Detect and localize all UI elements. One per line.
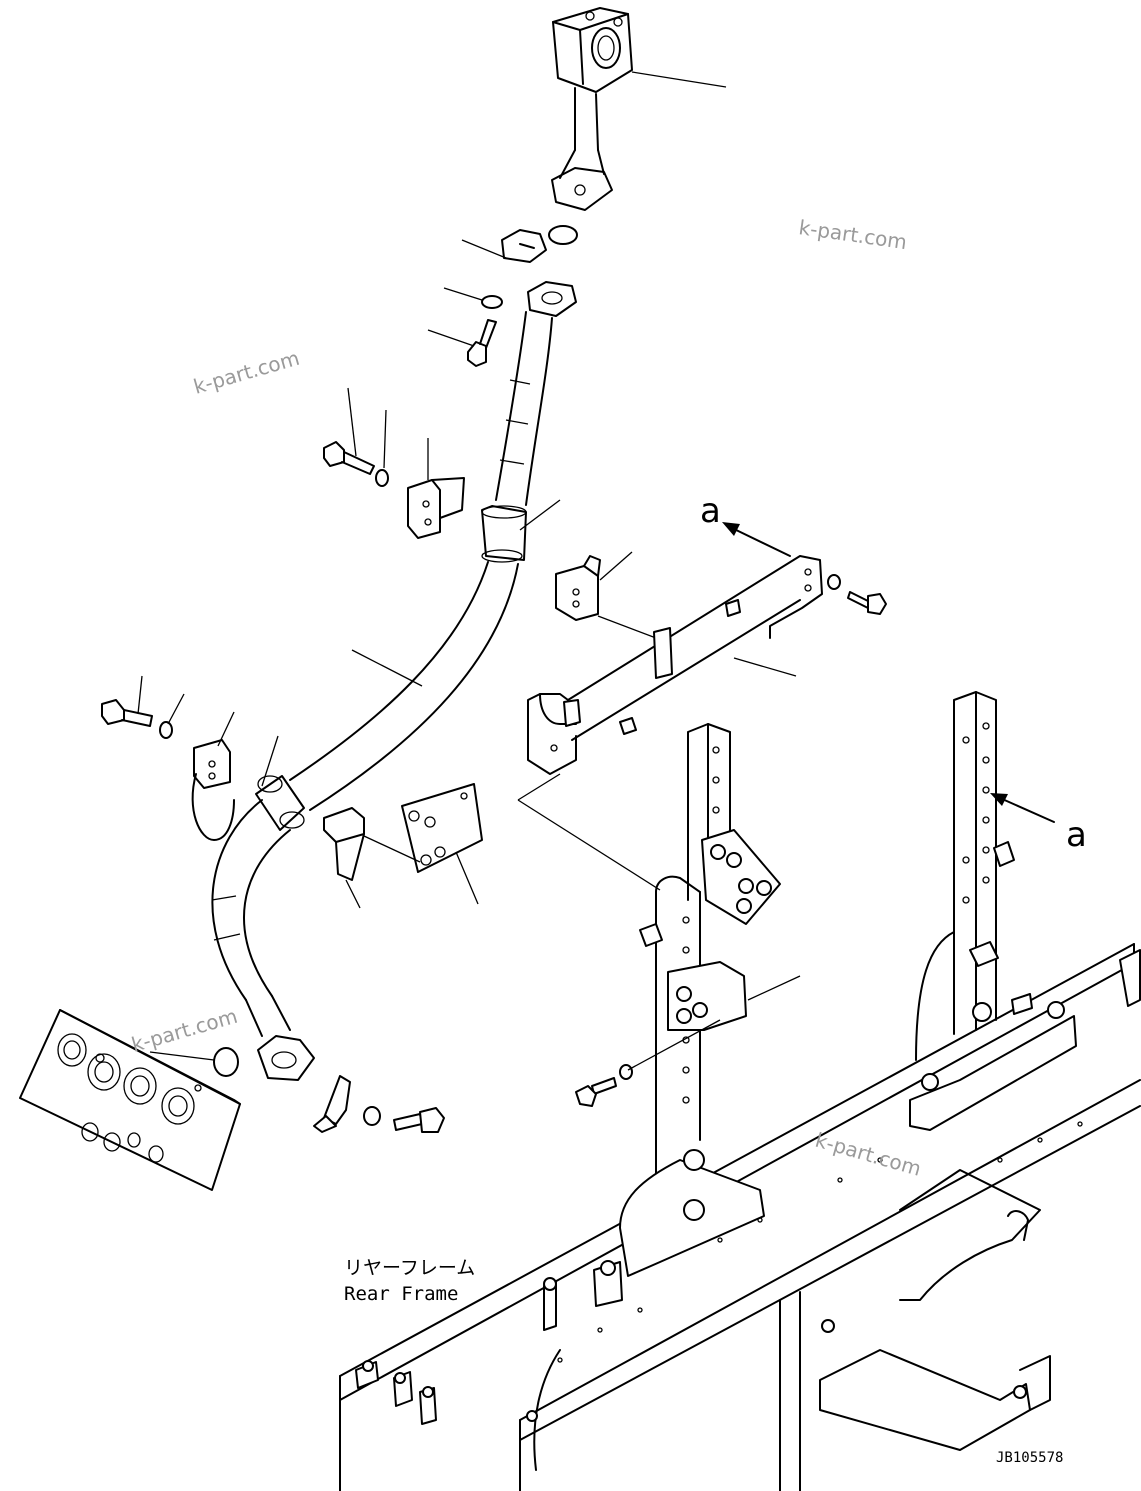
leader-line (217, 711, 235, 747)
drawing-id: JB105578 (996, 1450, 1063, 1466)
leader-line (351, 649, 423, 687)
clamp-bolt-lower (101, 699, 153, 727)
leader-line (167, 693, 185, 725)
leader-line (363, 835, 421, 863)
bracket-plate-lower (323, 807, 365, 881)
leader-line (383, 409, 387, 469)
watermark: k-part.com (797, 215, 908, 254)
frame-label-en: Rear Frame (344, 1283, 458, 1305)
frame-label-jp: リヤーフレーム (344, 1257, 475, 1279)
clamp-bolt-upper (323, 441, 375, 475)
washer (619, 1064, 633, 1080)
leader-line (517, 773, 561, 801)
rear-frame (339, 931, 1141, 1491)
washer (363, 1106, 381, 1126)
lock-washer-lower (159, 721, 173, 739)
leader-line (631, 71, 727, 88)
control-valve-block (19, 1009, 241, 1191)
leader-line (747, 975, 801, 1001)
view-label-a: a (1066, 815, 1087, 855)
mounting-bracket (401, 783, 483, 873)
leader-line (261, 735, 279, 787)
leader-line (599, 551, 633, 581)
leader-line (427, 329, 475, 347)
split-flange-half (313, 1075, 351, 1133)
top-valve-block (551, 7, 633, 211)
lock-washer-upper (375, 469, 389, 487)
leader-line (461, 239, 507, 259)
leader-line (347, 387, 357, 457)
leader-line (517, 799, 661, 891)
leader-line (519, 499, 561, 531)
bolt (393, 1107, 445, 1133)
leader-line (733, 657, 797, 677)
bolt (575, 1077, 617, 1107)
view-label-a: a (700, 491, 721, 531)
leader-line (137, 675, 143, 715)
split-flange-half (501, 229, 547, 263)
washer (481, 295, 503, 309)
o-ring (213, 1047, 239, 1077)
leader-line (455, 851, 479, 905)
watermark: k-part.com (191, 346, 302, 399)
clamp-block-upper (407, 477, 465, 539)
view-arrow-a-top (722, 522, 791, 557)
o-ring (548, 225, 578, 245)
vertical-post-left (639, 723, 781, 1201)
leader-line (443, 287, 483, 301)
leader-line (627, 1019, 721, 1071)
bracket-plate-upper (555, 555, 601, 621)
leader-line (345, 879, 361, 909)
vertical-post-right (953, 691, 1015, 1035)
washer (827, 574, 841, 590)
clamp-block-lower (191, 739, 235, 841)
hydraulic-hose (211, 281, 577, 1081)
support-bar (527, 555, 823, 775)
watermark: k-part.com (813, 1128, 924, 1181)
leader-line (149, 1051, 215, 1061)
bolt (467, 319, 497, 367)
view-arrow-a-right (990, 793, 1055, 823)
bolt (847, 591, 887, 615)
leader-line (597, 615, 657, 639)
